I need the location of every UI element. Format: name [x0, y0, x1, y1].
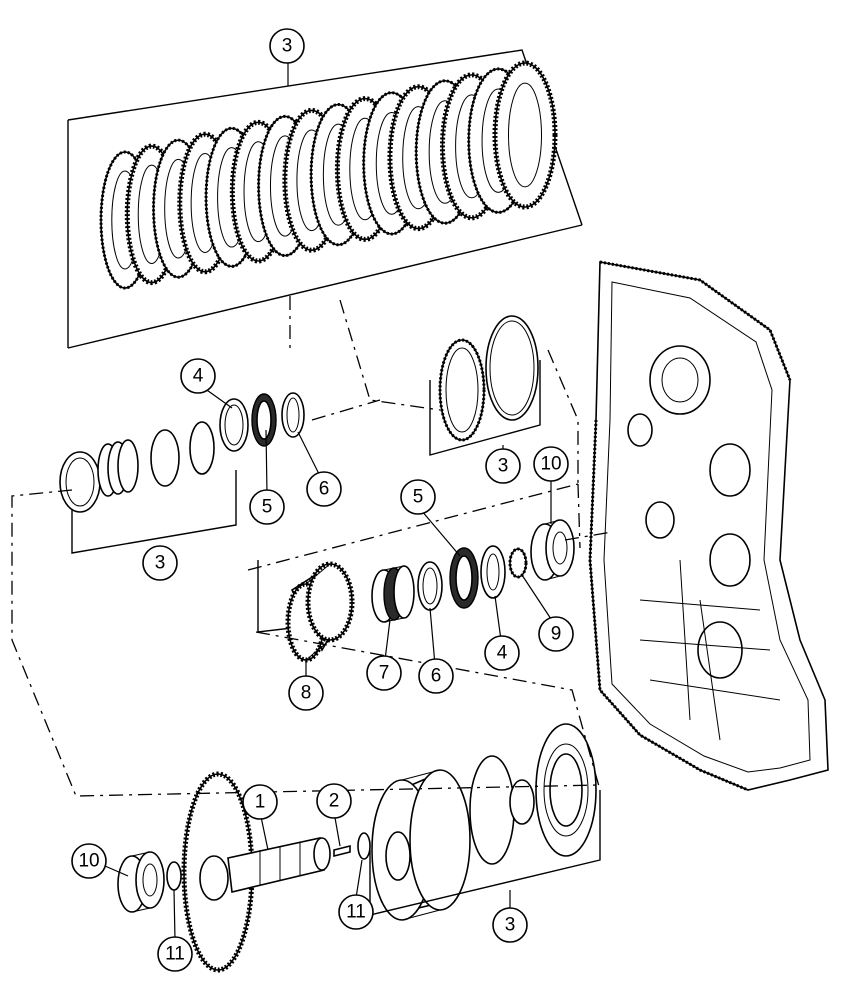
- callout-1-label: 1: [255, 792, 266, 813]
- callout-6-lower: 6: [418, 658, 454, 694]
- callout-10-lower: 10: [71, 843, 107, 879]
- callout-10-upper: 10: [533, 446, 569, 482]
- callout-3-top-label: 3: [282, 36, 293, 57]
- callout-4-lower: 4: [484, 635, 520, 671]
- gear-and-bearing-group: [257, 519, 575, 663]
- callout-3-bottom-label: 3: [505, 915, 516, 936]
- callout-11-middle: 11: [338, 894, 374, 930]
- callout-3-top: 3: [269, 28, 305, 64]
- clutch-pack-top: [67, 49, 583, 349]
- transmission-housing: [588, 260, 829, 792]
- callout-8: 8: [288, 675, 324, 711]
- shaft-and-drum-group: [117, 723, 601, 973]
- clutch-disc: [494, 62, 556, 208]
- callout-9-label: 9: [551, 624, 562, 645]
- callout-4-lower-label: 4: [497, 643, 508, 664]
- callout-5-upper-label: 5: [262, 497, 273, 518]
- callout-11-middle-label: 11: [346, 902, 366, 923]
- callout-9: 9: [538, 616, 574, 652]
- callout-6-upper-label: 6: [319, 479, 330, 500]
- clutch-disc-teeth: [492, 60, 558, 210]
- callout-3-left: 3: [142, 545, 178, 581]
- callout-6-upper: 6: [306, 471, 342, 507]
- clutch-disc-bore: [508, 82, 542, 188]
- callout-6-lower-label: 6: [431, 666, 442, 687]
- callout-7-label: 7: [379, 663, 390, 684]
- callout-leaders: [104, 387, 554, 941]
- piston-group-left: [59, 392, 305, 554]
- callout-3-right: 3: [485, 448, 521, 484]
- callout-2: 2: [316, 783, 352, 819]
- callout-10-upper-label: 10: [540, 454, 561, 475]
- callout-10-lower-label: 10: [78, 851, 99, 872]
- callout-5-lower: 5: [400, 479, 436, 515]
- assembly-connector-lines: [11, 296, 613, 797]
- callout-2-label: 2: [329, 791, 340, 812]
- callout-11-left: 11: [157, 936, 193, 972]
- callout-5-lower-label: 5: [413, 487, 424, 508]
- callout-3-right-label: 3: [498, 456, 509, 477]
- callout-11-left-label: 11: [165, 944, 185, 965]
- callout-3-bottom: 3: [492, 907, 528, 943]
- callout-3-left-label: 3: [155, 553, 166, 574]
- callout-7: 7: [366, 655, 402, 691]
- callout-1: 1: [242, 784, 278, 820]
- callout-4-upper: 4: [180, 358, 216, 394]
- clutch-disc-teeth: [124, 143, 179, 286]
- callout-5-upper: 5: [249, 489, 285, 525]
- callout-8-label: 8: [301, 683, 312, 704]
- callout-4-upper-label: 4: [193, 366, 204, 387]
- plate-and-snap-ring-group: [429, 315, 541, 456]
